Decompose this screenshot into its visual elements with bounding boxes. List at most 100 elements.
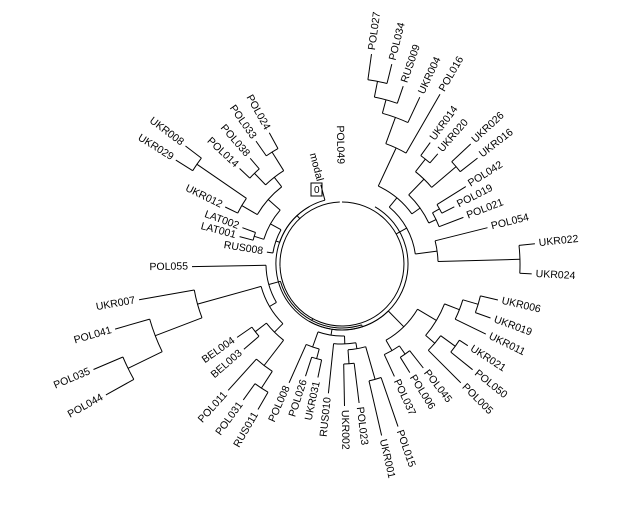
leaf-branch [459, 157, 478, 173]
internal-branch [462, 299, 479, 305]
internal-branch [260, 371, 273, 389]
internal-branch [330, 329, 333, 336]
internal-branch [385, 117, 396, 144]
leaf-branch [266, 251, 273, 254]
clade-arc [400, 350, 411, 358]
leaf-branch [368, 380, 383, 436]
tree-branches [93, 54, 535, 436]
leaf-branch [409, 350, 424, 369]
leaf-branch [249, 157, 260, 170]
root-ring [279, 201, 340, 267]
leaf-branch [288, 344, 307, 384]
leaf-label: POL023 [354, 406, 371, 446]
leaf-label: modal [307, 152, 326, 183]
leaf-label: UKR001 [377, 438, 398, 480]
internal-branch [267, 199, 281, 211]
leaf-label: POL015 [394, 428, 418, 468]
leaf-branch [519, 272, 532, 275]
leaf-label: POL027 [366, 11, 383, 51]
leaf-branch [353, 363, 360, 404]
leaf-branch [227, 358, 257, 391]
leaf-label: POL054 [490, 211, 530, 232]
leaf-label: UKR006 [500, 295, 542, 316]
internal-branch [377, 147, 397, 187]
leaf-branch [139, 289, 195, 301]
leaf-branch [441, 206, 455, 214]
leaf-label: RUS008 [223, 239, 264, 257]
leaf-branch [480, 295, 499, 301]
internal-branch [196, 163, 247, 199]
leaf-branch [185, 145, 202, 159]
internal-branch [271, 151, 285, 171]
leaf-branch [239, 236, 254, 241]
internal-branch [263, 339, 284, 366]
internal-branch [254, 173, 266, 186]
leaf-label: UKR002 [339, 410, 352, 450]
internal-branch [155, 317, 203, 337]
clade-arc [279, 281, 362, 329]
internal-branch [425, 335, 436, 344]
leaf-branch [305, 357, 313, 377]
clade-arc [192, 157, 202, 171]
leaf-branch [105, 378, 135, 396]
root-marker: 0 [314, 185, 320, 196]
leaf-label: UKR024 [535, 268, 575, 282]
leaf-branch [255, 140, 267, 157]
leaf-branch [236, 326, 253, 338]
leaf-branch [451, 143, 472, 163]
internal-branch [273, 176, 283, 188]
internal-branch [254, 322, 267, 333]
internal-branch [127, 351, 163, 369]
leaf-branch [343, 363, 345, 407]
leaf-branch [257, 391, 269, 410]
internal-branch [388, 197, 398, 208]
root-branch [395, 227, 407, 235]
root-branch [296, 215, 301, 219]
leaf-branch [405, 94, 441, 154]
leaf-branch [429, 153, 439, 164]
leaf-branch [320, 184, 326, 201]
leaf-branch [427, 349, 462, 384]
leaf-label: POL049 [334, 125, 347, 164]
internal-branch [316, 348, 320, 359]
leaf-label: UKR012 [183, 182, 224, 210]
leaf-branch [438, 216, 464, 228]
leaf-branch [93, 356, 124, 370]
root-marker-box [310, 182, 323, 197]
leaf-branch [114, 318, 150, 330]
internal-branch [398, 345, 406, 355]
leaf-branch [224, 206, 238, 214]
leaf-label: RUS010 [318, 397, 334, 438]
leaf-branch [242, 383, 256, 401]
leaf-label: UKR007 [95, 294, 136, 313]
root-ring [279, 201, 405, 327]
leaf-branch [386, 63, 393, 84]
internal-branch [444, 303, 460, 311]
leaf-branch [399, 357, 411, 373]
leaf-branch [317, 359, 323, 378]
internal-branch [431, 166, 457, 188]
leaf-label: POL035 [52, 365, 92, 391]
internal-branch [355, 342, 358, 349]
internal-branch [275, 240, 280, 243]
clade-arc [385, 308, 418, 341]
leaf-branch [518, 243, 535, 246]
leaf-branch [459, 339, 469, 347]
leaf-label: RUS009 [399, 43, 423, 85]
clade-arc [256, 358, 273, 372]
internal-branch [274, 323, 284, 333]
internal-branch [428, 219, 437, 224]
leaf-branch [407, 96, 421, 123]
leaf-branch [243, 335, 260, 350]
leaf-label: POL055 [149, 260, 188, 273]
internal-branch [417, 308, 437, 321]
internal-branch [415, 250, 438, 255]
leaf-branch [450, 351, 473, 371]
internal-branch [241, 205, 258, 216]
leaf-branch [434, 227, 488, 242]
internal-branch [440, 335, 456, 347]
leaf-branch [242, 227, 256, 233]
leaf-branch [191, 264, 267, 268]
internal-branch [312, 331, 319, 348]
